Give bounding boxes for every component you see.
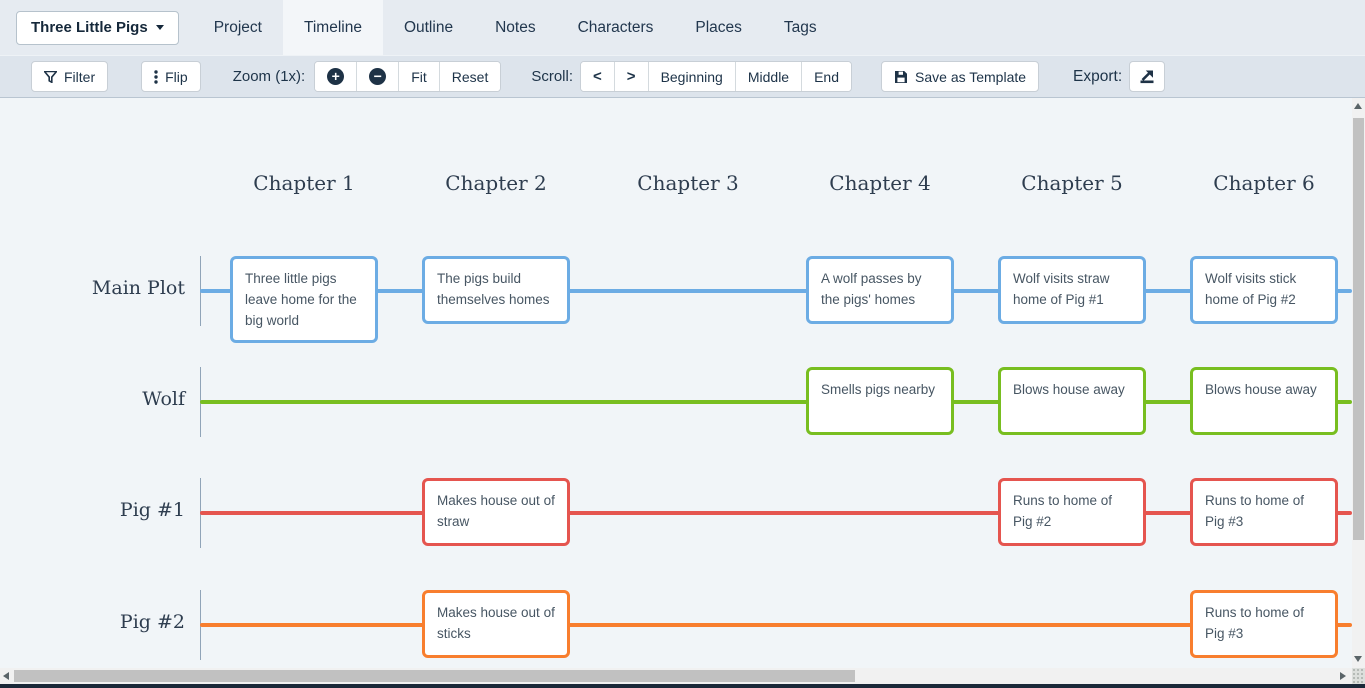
scene-card[interactable]: A wolf passes by the pigs' homes (806, 256, 954, 324)
save-as-template-label: Save as Template (915, 68, 1027, 85)
plotline-label[interactable]: Wolf (142, 388, 185, 410)
vertical-dots-icon (154, 69, 158, 84)
scroll-forward-button[interactable]: > (614, 62, 649, 91)
flip-button[interactable]: Flip (141, 61, 201, 92)
save-icon (895, 70, 908, 83)
caret-down-icon (155, 25, 164, 30)
project-selector-label: Three Little Pigs (31, 19, 148, 36)
zoom-fit-button[interactable]: Fit (399, 62, 440, 91)
tab-timeline[interactable]: Timeline (282, 0, 383, 55)
project-selector-button[interactable]: Three Little Pigs (16, 10, 179, 45)
vertical-scrollbar-thumb[interactable] (1353, 118, 1364, 540)
tab-places[interactable]: Places (695, 19, 742, 36)
tab-characters[interactable]: Characters (577, 19, 654, 36)
flip-button-label: Flip (165, 68, 188, 85)
plotline-line (200, 511, 1352, 515)
scroll-back-button[interactable]: < (581, 62, 615, 91)
scroll-down-icon[interactable] (1354, 656, 1362, 662)
scene-card[interactable]: The pigs build themselves homes (422, 256, 570, 324)
tab-tags[interactable]: Tags (783, 19, 817, 36)
chapter-header[interactable]: Chapter 5 (1021, 171, 1123, 195)
chapter-header[interactable]: Chapter 2 (445, 171, 547, 195)
scene-card[interactable]: Runs to home of Pig #3 (1190, 590, 1338, 658)
filter-button-label: Filter (64, 68, 96, 85)
scene-card[interactable]: Blows house away (1190, 367, 1338, 435)
chapter-header[interactable]: Chapter 4 (829, 171, 931, 195)
zoom-level-label: Zoom (1x): (232, 68, 306, 85)
plotline-label[interactable]: Pig #2 (119, 611, 185, 633)
scene-card[interactable]: Blows house away (998, 367, 1146, 435)
plotline-line (200, 400, 1352, 404)
zoom-button-group: + − Fit Reset (314, 61, 502, 92)
zoom-out-button[interactable]: − (357, 62, 400, 91)
timeline-toolbar: Filter Flip Zoom (1x): + − Fit Reset Scr… (0, 55, 1365, 98)
export-label: Export: (1073, 67, 1123, 85)
resize-grip (1352, 668, 1365, 684)
chapter-header[interactable]: Chapter 3 (637, 171, 739, 195)
tab-project[interactable]: Project (213, 19, 262, 36)
filter-button[interactable]: Filter (31, 61, 109, 92)
plotline-line (200, 289, 1352, 293)
zoom-in-icon: + (327, 68, 345, 85)
chevron-left-icon: < (593, 68, 602, 85)
scene-card[interactable]: Wolf visits stick home of Pig #2 (1190, 256, 1338, 324)
scroll-end-button[interactable]: End (802, 62, 852, 91)
horizontal-scrollbar[interactable] (0, 668, 1352, 684)
tab-notes[interactable]: Notes (495, 19, 536, 36)
export-icon (1140, 70, 1154, 84)
scroll-middle-button[interactable]: Middle (735, 62, 803, 91)
save-as-template-button[interactable]: Save as Template (881, 61, 1040, 92)
scroll-button-group: < > Beginning Middle End (580, 61, 853, 92)
plotline-label[interactable]: Pig #1 (119, 499, 185, 521)
scene-card[interactable]: Makes house out of straw (422, 478, 570, 546)
plotline-line (200, 623, 1352, 627)
scroll-right-icon[interactable] (1340, 672, 1346, 680)
top-navbar: Three Little Pigs Project Timeline Outli… (0, 0, 1365, 55)
scene-card[interactable]: Wolf visits straw home of Pig #1 (998, 256, 1146, 324)
nav-tabs: Project Timeline Outline Notes Character… (193, 0, 838, 55)
filter-icon (44, 70, 57, 83)
scene-card[interactable]: Runs to home of Pig #3 (1190, 478, 1338, 546)
scene-card[interactable]: Three little pigs leave home for the big… (230, 256, 378, 343)
tab-outline[interactable]: Outline (403, 19, 454, 36)
zoom-in-button[interactable]: + (315, 62, 358, 91)
scene-card[interactable]: Smells pigs nearby (806, 367, 954, 435)
zoom-reset-button[interactable]: Reset (439, 62, 501, 91)
chapter-header[interactable]: Chapter 1 (253, 171, 355, 195)
vertical-scrollbar[interactable] (1352, 98, 1365, 668)
scroll-beginning-button[interactable]: Beginning (648, 62, 736, 91)
chevron-right-icon: > (626, 68, 636, 85)
zoom-out-icon: − (369, 68, 387, 85)
scroll-left-icon[interactable] (3, 672, 9, 680)
horizontal-scrollbar-thumb[interactable] (14, 670, 855, 682)
plotline-label[interactable]: Main Plot (91, 277, 185, 299)
export-button[interactable] (1129, 61, 1166, 92)
window-bottom-border (0, 684, 1365, 688)
chapter-header[interactable]: Chapter 6 (1213, 171, 1315, 195)
scroll-label: Scroll: (531, 68, 574, 85)
scene-card[interactable]: Makes house out of sticks (422, 590, 570, 658)
scene-card[interactable]: Runs to home of Pig #2 (998, 478, 1146, 546)
scroll-up-icon[interactable] (1354, 103, 1362, 109)
